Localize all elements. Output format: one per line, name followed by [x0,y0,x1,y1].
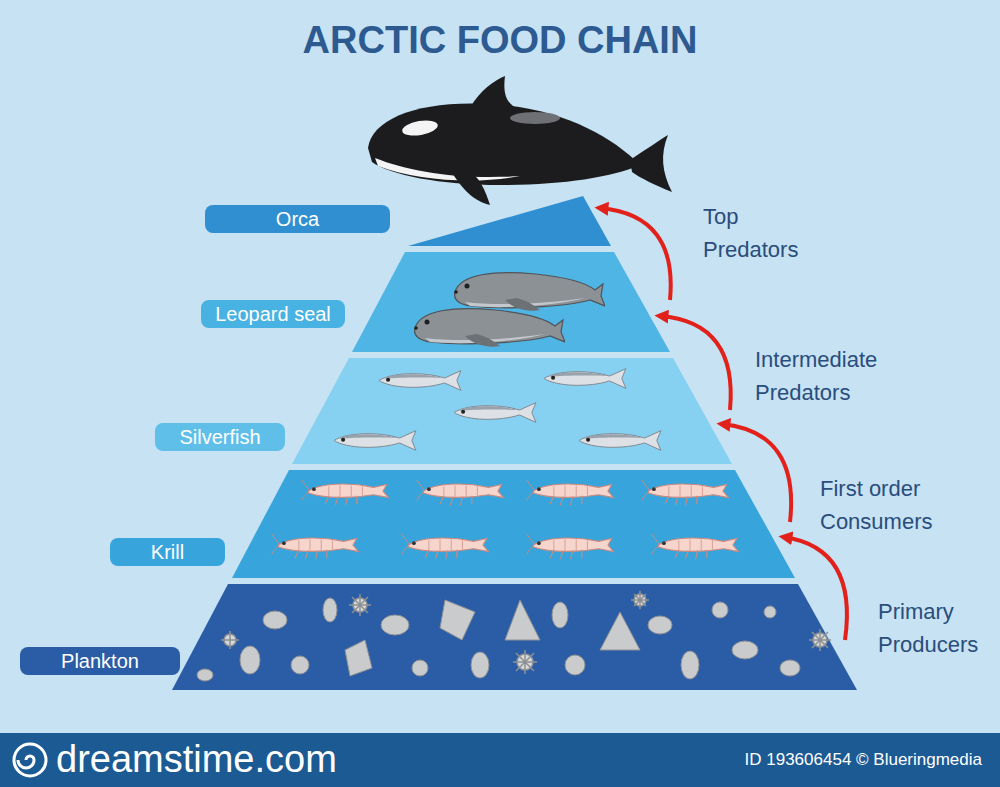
illustration-part [450,170,490,205]
trophic-level-label: First order Consumers [820,472,955,538]
tier-name: Silverfish [179,427,260,447]
illustration-part [712,602,728,618]
illustration-part [648,616,672,634]
krill-figure [527,480,614,505]
illustration-part [780,660,800,676]
illustration-part [784,537,847,640]
watermark-text: ID 193606454 © Blueringmedia [622,750,982,770]
illustration-part [510,112,560,124]
tier-label-pill: Krill [110,538,225,566]
illustration-part [809,629,831,651]
fish-figure [334,431,416,451]
illustration-part [401,118,439,138]
seal-figure [454,273,605,311]
footer-bar [0,733,1000,787]
plankton-figures [197,598,800,681]
illustration-part [600,208,671,300]
illustration-part [732,641,758,659]
illustration-part [660,316,731,410]
illustration-part [381,615,409,635]
illustration-part [323,598,337,622]
illustration-part [368,103,640,185]
illustration-part [764,606,776,618]
tier-label-pill: Silverfish [155,423,285,451]
trophic-level-label: Top Predators [703,200,825,266]
fish-figure [379,371,461,391]
tier-name: Leopard seal [215,304,331,324]
illustration-part [471,652,489,678]
illustration-part [197,669,213,681]
watermark-text: dreamstime.com [56,737,416,783]
tier-label-pill: Leopard seal [201,300,345,328]
krill-figure [417,480,504,505]
illustration-part [14,744,46,776]
illustration-part [600,612,640,650]
fish-figure [454,403,536,423]
illustration-part [565,655,585,675]
illustration-part [505,600,540,640]
trophic-arrows [600,208,847,640]
krill-figure [652,534,739,559]
illustration-part [631,591,649,609]
krill-figure [402,534,489,559]
footer-logo [14,744,46,776]
tier-name: Plankton [61,651,139,671]
trophic-level-label: Primary Producers [878,595,992,661]
illustration-part [18,756,34,768]
trophic-level-label: Intermediate Predators [755,343,905,409]
krill-tier [232,470,795,578]
fish-figure [579,431,661,451]
illustration-part [221,631,239,649]
krill-figure [272,534,359,559]
plankton-tier [172,584,857,690]
tier-label-pill: Orca [205,205,390,233]
illustration-part [513,650,537,674]
illustration-part [263,611,287,629]
seal-tier [352,252,670,352]
illustration-part [552,602,568,628]
silverfish-tier [292,358,732,464]
illustration-part [375,158,520,181]
tier-name: Krill [151,542,184,562]
illustration-part [240,646,260,674]
illustration-part [722,424,791,522]
seal-figure [414,309,565,347]
illustration-part [681,651,699,679]
diagram-title: ARCTIC FOOD CHAIN [0,18,1000,64]
orca-figure [368,76,672,205]
krill-figure [527,534,614,559]
illustration-part [440,600,475,640]
krill-figure [302,480,389,505]
tier-label-pill: Plankton [20,647,180,675]
fish-figure [544,369,626,389]
krill-figure [642,480,729,505]
tier-name: Orca [276,209,319,229]
orca-tier [408,196,611,246]
illustration-part [349,594,371,616]
illustration-part [345,640,372,676]
plankton-spiky [221,591,831,674]
illustration-part [291,656,309,674]
illustration-part [412,660,428,676]
